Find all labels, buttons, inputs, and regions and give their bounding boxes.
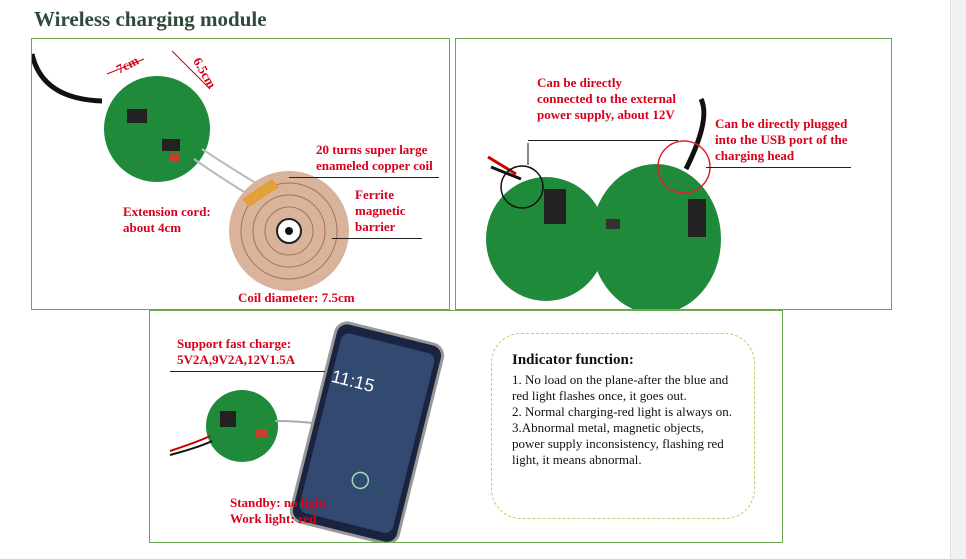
standby-label: Standby: no light: [230, 495, 327, 510]
coil-diameter-label: Coil diameter: 7.5cm: [238, 290, 355, 305]
phone-charging-image: [169, 321, 445, 542]
fast-charge-underline: [170, 371, 325, 372]
panel-power-options: Can be directly connected to the externa…: [455, 38, 892, 310]
indicator-item: 3.Abnormal metal, magnetic objects, powe…: [512, 420, 724, 467]
fast-charge-label: Support fast charge: 5V2A,9V2A,12V1.5A: [177, 336, 296, 367]
external-power-underline: [528, 140, 678, 141]
coil-module-image: [32, 50, 349, 291]
indicator-list: 1. No load on the plane-after the blue a…: [512, 372, 737, 468]
ferrite-label: Ferrite magnetic barrier: [355, 187, 406, 234]
ferrite-label-underline: [332, 238, 422, 239]
vertical-scrollbar[interactable]: [950, 0, 966, 559]
indicator-item: 1. No load on the plane-after the blue a…: [512, 372, 729, 403]
pcb-boards-image: [486, 97, 721, 309]
usb-port-label: Can be directly plugged into the USB por…: [715, 116, 848, 163]
panel-coil-module: 7cm 6.5cm 20 turns super large enameled …: [31, 38, 450, 310]
page-title: Wireless charging module: [34, 7, 267, 31]
usb-port-underline: [706, 167, 851, 168]
indicator-title: Indicator function:: [512, 352, 634, 368]
coil-label: 20 turns super large enameled copper coi…: [316, 142, 433, 173]
work-light-label: Work light: red: [230, 511, 317, 526]
indicator-item: 2. Normal charging-red light is always o…: [512, 404, 732, 419]
indicator-function-box: Indicator function: 1. No load on the pl…: [491, 333, 755, 519]
panel-fast-charge: 11:15 Support fast charge: 5V2A,9V2A,12V…: [149, 310, 783, 543]
coil-label-underline: [289, 177, 439, 178]
external-power-label: Can be directly connected to the externa…: [537, 75, 676, 122]
extension-cord-label: Extension cord: about 4cm: [123, 204, 211, 235]
